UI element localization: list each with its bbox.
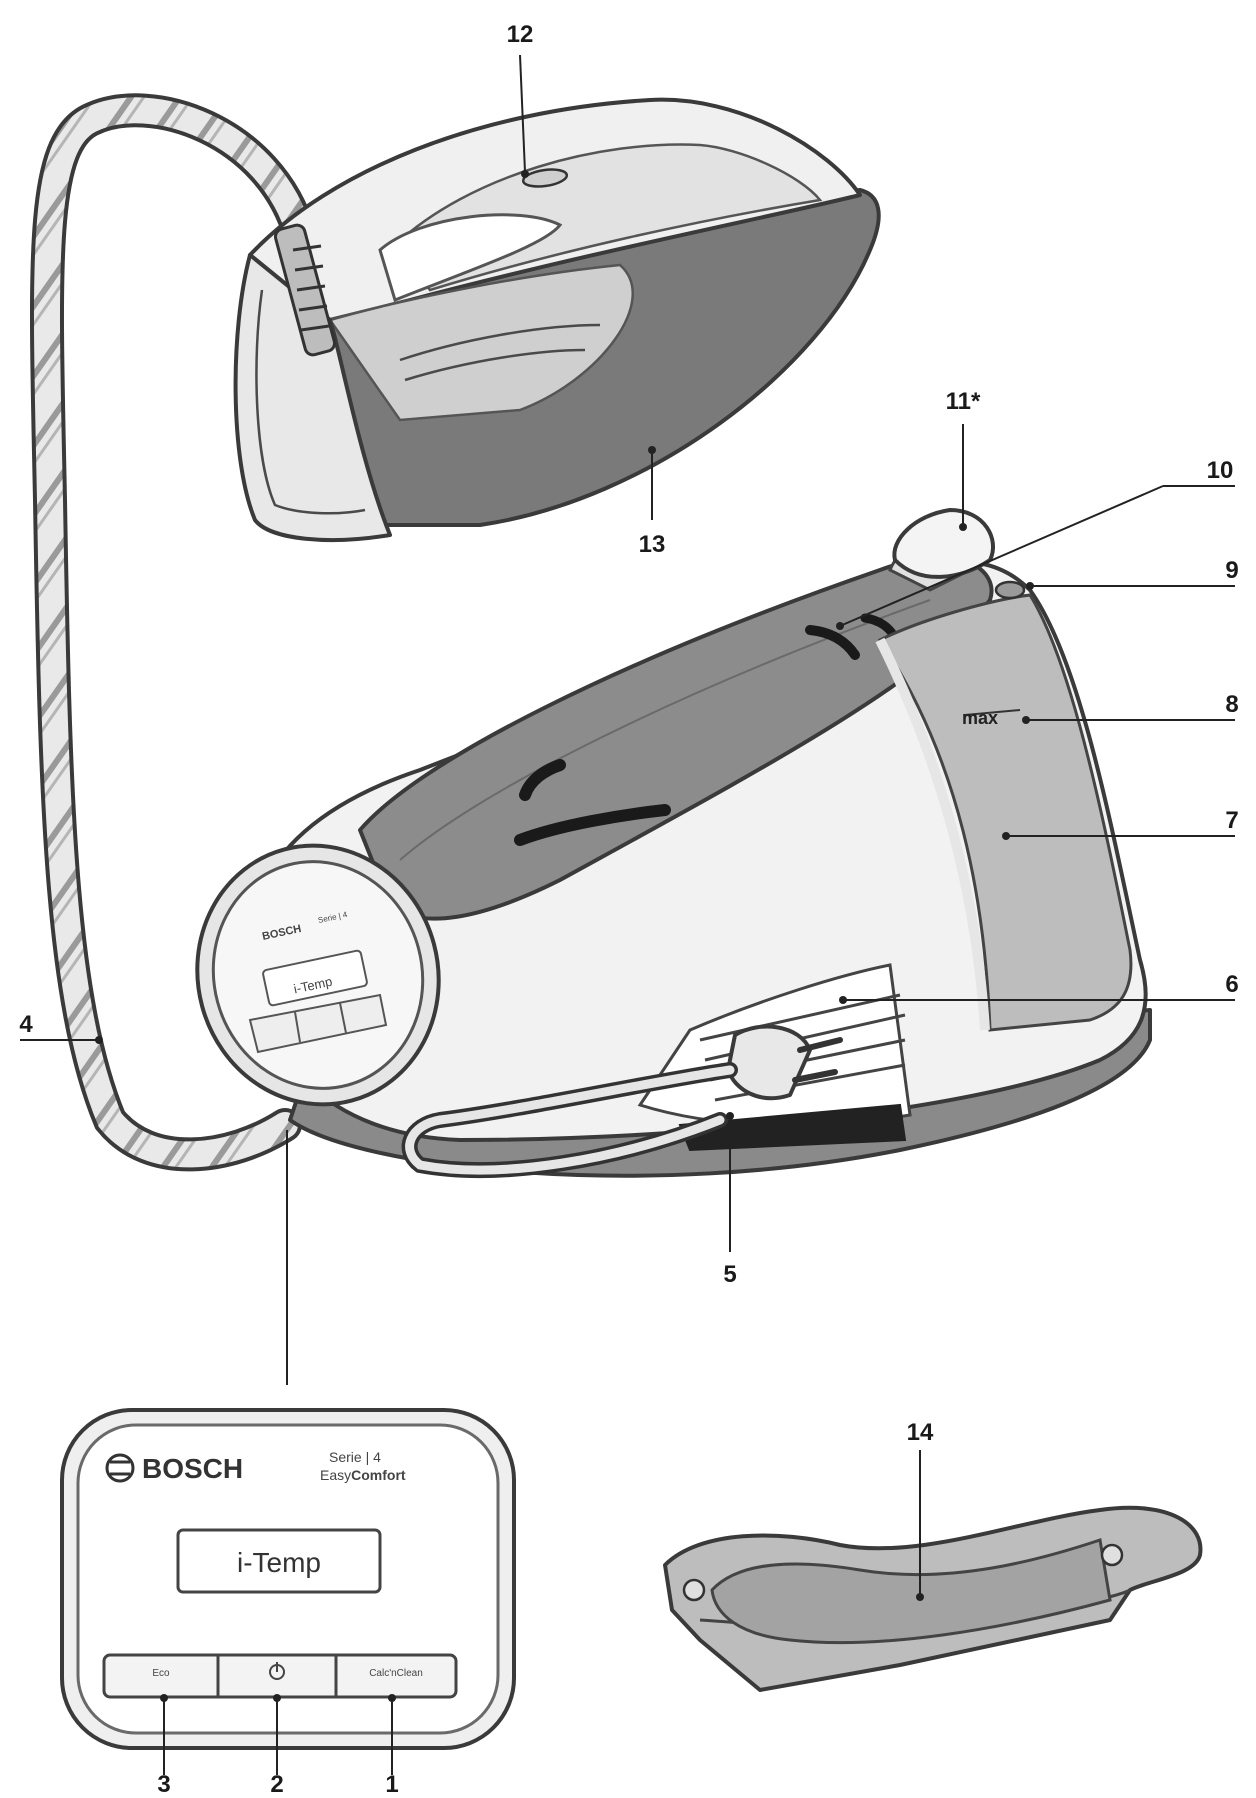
callout-3: 3 <box>157 1771 170 1798</box>
mains-plug <box>726 1024 812 1101</box>
tank-max-label: max <box>962 708 998 728</box>
panel-brand: BOSCH <box>142 1453 243 1484</box>
control-panel-mini: i-Temp BOSCH Serie | 4 <box>195 843 441 1107</box>
leader-lines <box>20 54 1235 1775</box>
panel-series-line1: Serie | 4 <box>329 1449 381 1465</box>
callout-5: 5 <box>723 1261 736 1288</box>
eco-button[interactable]: Eco <box>106 1657 216 1695</box>
steam-hose <box>29 93 317 1172</box>
callout-8: 8 <box>1225 691 1238 718</box>
calc-clean-button[interactable]: Calc'nClean <box>338 1657 454 1695</box>
callout-1: 1 <box>385 1771 398 1798</box>
power-button[interactable] <box>220 1657 334 1695</box>
bosch-logo-icon <box>105 1453 135 1483</box>
callout-2: 2 <box>270 1771 283 1798</box>
base-station: max i-Temp BOSCH Serie | 4 <box>195 508 1152 1178</box>
callout-6: 6 <box>1225 971 1238 998</box>
steam-button <box>521 168 569 188</box>
panel-display-window <box>176 1528 382 1594</box>
rest-pad-1 <box>514 804 671 846</box>
iron-rest <box>358 555 994 921</box>
rest-pad-3 <box>805 625 860 660</box>
calc-clean-cap <box>892 508 996 579</box>
control-panel-detail: BOSCH Serie | 4 EasyComfort i-Temp Eco C… <box>60 1408 516 1750</box>
panel-series-line2: EasyComfort <box>320 1467 406 1483</box>
cable-storage <box>401 963 912 1178</box>
callout-4: 4 <box>19 1011 33 1038</box>
callout-7: 7 <box>1225 807 1238 834</box>
rest-pad-2 <box>519 759 566 801</box>
iron-holder-base <box>710 1538 1112 1645</box>
callout-14: 14 <box>907 1419 934 1446</box>
eco-button-label: Eco <box>152 1668 170 1679</box>
callout-12: 12 <box>507 21 534 48</box>
iron <box>233 97 881 542</box>
iron-handle-opening <box>378 213 563 303</box>
callout-11: 11* <box>946 388 981 415</box>
iron-holder <box>663 1505 1203 1692</box>
callout-10: 10 <box>1207 457 1234 484</box>
panel-display-text: i-Temp <box>237 1547 321 1578</box>
callout-13: 13 <box>639 531 666 558</box>
callout-numbers: 12 13 11* 10 9 8 7 6 5 4 3 2 1 14 <box>19 21 1238 1798</box>
iron-rear <box>233 253 392 542</box>
calc-clean-button-label: Calc'nClean <box>369 1668 423 1679</box>
callout-9: 9 <box>1225 557 1238 584</box>
power-icon <box>269 1662 285 1680</box>
